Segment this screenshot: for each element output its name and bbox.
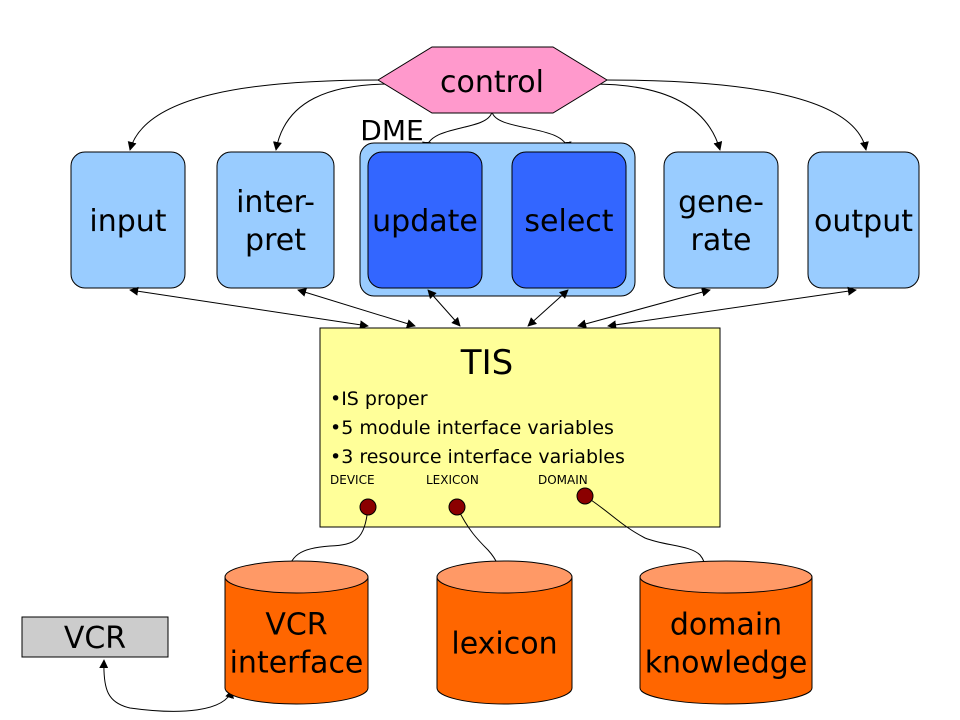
- module-input-label: input: [89, 204, 166, 239]
- link-output-tis-arrow: [607, 286, 857, 330]
- dme-label: DME: [360, 114, 423, 147]
- resource-vcr-interface-cylinder: [224, 576, 369, 705]
- control-to-input-arrow: [127, 79, 381, 151]
- modules: input inter-pret update select gene-rate outp…: [70, 151, 920, 289]
- resource-domain-knowledge-label: domain: [670, 608, 782, 643]
- domain-port: [576, 487, 594, 505]
- link-interpret-tis-arrow: [297, 288, 416, 328]
- control-to-output-arrow: [604, 79, 869, 151]
- resource-vcr-interface-label: interface: [230, 646, 364, 681]
- module-output-box: [807, 151, 920, 289]
- vcr-interface-to-vcr-arrow: [99, 659, 234, 712]
- module-generate-label: rate: [691, 223, 752, 258]
- control-connectors: [127, 79, 869, 151]
- tis-bullet-is-proper: •IS proper: [330, 388, 428, 410]
- control-node: control: [377, 46, 608, 114]
- resource-lexicon: lexicon: [436, 560, 573, 705]
- resource-vcr-interface-cylinder-top: [224, 560, 369, 594]
- module-update: update: [367, 151, 483, 289]
- tis-port-label-lexicon: LEXICON: [426, 473, 479, 487]
- tis-bullet-module-interface: •5 module interface variables: [330, 417, 614, 439]
- module-output-label: output: [814, 204, 913, 239]
- resource-connectors: [99, 495, 706, 712]
- control-to-generate-arrow: [591, 83, 723, 151]
- link-input-tis-arrow: [129, 286, 369, 330]
- module-interpret-box: [216, 151, 335, 289]
- resource-domain-knowledge-cylinder-top: [639, 560, 813, 594]
- device-port: [359, 498, 377, 516]
- module-select-box: [511, 151, 627, 289]
- lexicon-port: [448, 498, 466, 516]
- tis-bullet-resource-interface: •3 resource interface variables: [330, 446, 625, 468]
- tis-box: TIS •IS proper •5 module interface varia…: [319, 327, 721, 528]
- resource-domain-knowledge-cylinder: [639, 576, 813, 705]
- module-output: output: [807, 151, 920, 289]
- resource-lexicon-label: lexicon: [451, 627, 557, 662]
- vcr-label: VCR: [64, 621, 126, 656]
- tis-title: TIS: [460, 343, 513, 383]
- resource-lexicon-cylinder-top: [436, 560, 573, 594]
- module-generate: gene-rate: [663, 151, 779, 289]
- tis-port-label-domain: DOMAIN: [538, 473, 588, 487]
- resource-vcr-interface-label: VCR: [265, 608, 327, 643]
- module-interpret: inter-pret: [216, 151, 335, 289]
- module-generate-label: gene-: [678, 185, 764, 220]
- module-update-label: update: [372, 204, 478, 239]
- control-to-interpret-arrow: [273, 83, 393, 151]
- resource-domain-knowledge-label: knowledge: [645, 646, 808, 681]
- module-select: select: [511, 151, 627, 289]
- link-select-tis-arrow: [527, 289, 569, 327]
- link-update-tis-arrow: [427, 289, 461, 327]
- resource-lexicon-cylinder: [436, 576, 573, 705]
- tis-port-label-device: DEVICE: [330, 473, 375, 487]
- control-label: control: [440, 65, 544, 100]
- vcr-device: VCR: [21, 616, 169, 658]
- module-update-box: [367, 151, 483, 289]
- module-tis-connectors: [129, 286, 857, 330]
- module-interpret-label: pret: [245, 223, 306, 258]
- module-generate-box: [663, 151, 779, 289]
- module-input: input: [70, 151, 186, 289]
- module-interpret-label: inter-: [236, 185, 315, 220]
- tis-ports: [359, 487, 594, 516]
- module-input-box: [70, 151, 186, 289]
- module-select-label: select: [524, 204, 613, 239]
